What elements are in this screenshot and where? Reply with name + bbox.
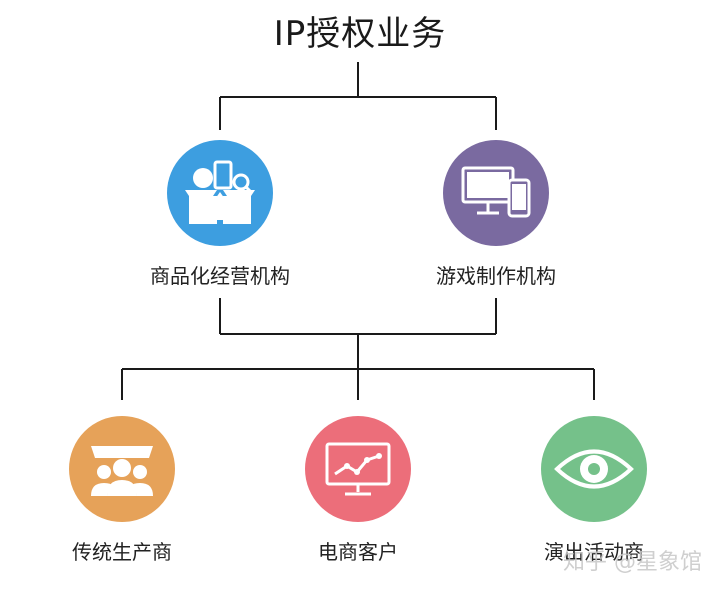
node-events: 演出活动商 <box>494 416 694 565</box>
node-merchandising-label: 商品化经营机构 <box>150 264 290 288</box>
node-events-label: 演出活动商 <box>544 540 644 564</box>
node-merchandising-circle <box>167 140 273 246</box>
node-ecommerce-circle <box>305 416 411 522</box>
devices-icon <box>461 166 531 218</box>
diagram-title: IP授权业务 <box>273 14 447 54</box>
people-group-icon <box>91 446 153 496</box>
node-game-studio-circle <box>443 140 549 246</box>
node-manufacturer: 传统生产商 <box>22 416 222 565</box>
eye-icon <box>554 449 634 489</box>
node-events-circle <box>541 416 647 522</box>
node-game-studio-label: 游戏制作机构 <box>436 264 556 288</box>
node-ecommerce: 电商客户 <box>258 416 458 565</box>
monitor-chart-icon <box>325 442 391 496</box>
node-manufacturer-circle <box>69 416 175 522</box>
node-manufacturer-label: 传统生产商 <box>72 540 172 564</box>
node-game-studio: 游戏制作机构 <box>396 140 596 289</box>
watermark-text: 知乎 @星象馆 <box>563 550 702 575</box>
merchandise-box-icon <box>185 160 255 224</box>
node-ecommerce-label: 电商客户 <box>318 540 398 564</box>
node-merchandising: 商品化经营机构 <box>120 140 320 289</box>
